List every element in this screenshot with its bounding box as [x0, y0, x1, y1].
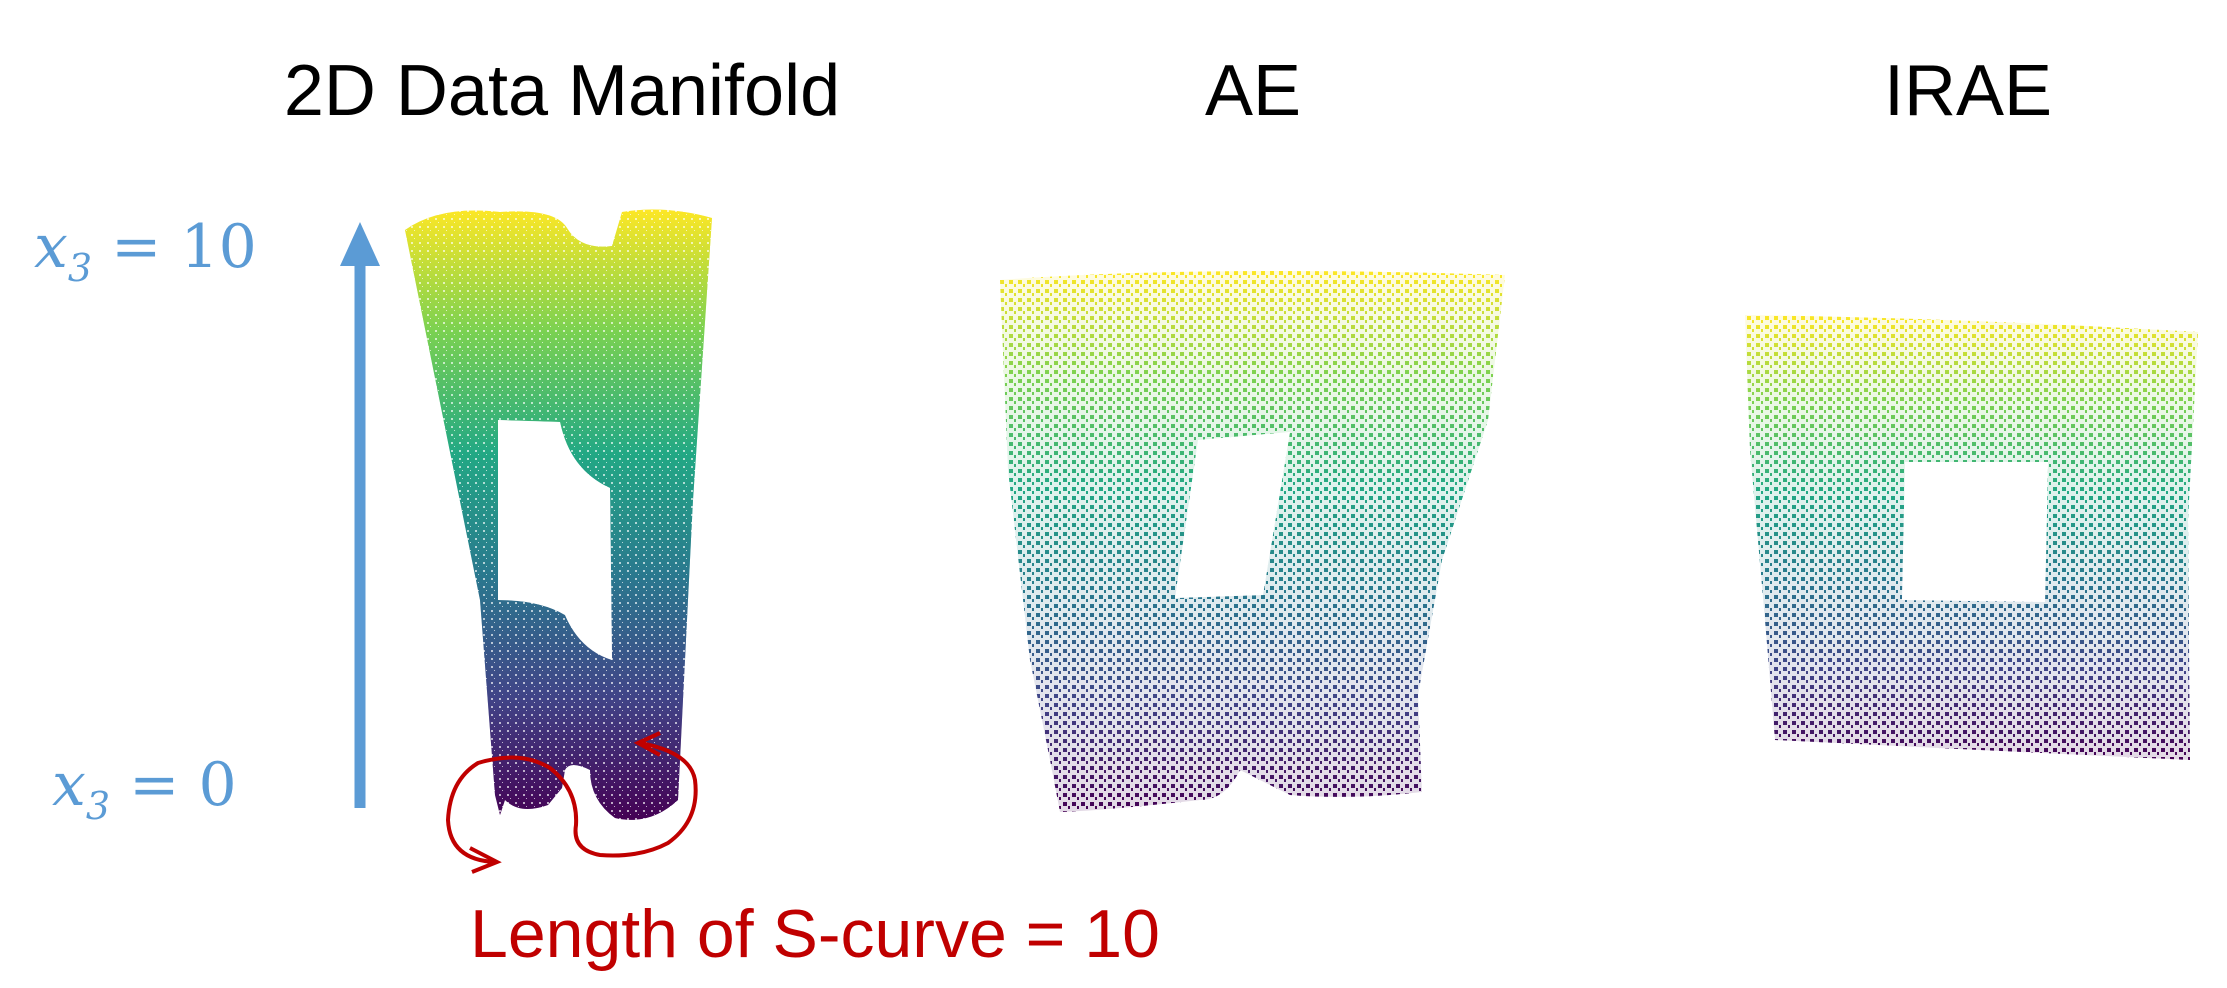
axis-label-bottom-rest: = 0: [110, 750, 237, 820]
axis-label-bottom: x3 = 0: [52, 750, 237, 828]
panel-title-data-manifold: 2D Data Manifold: [283, 51, 841, 131]
axis-label-top-rest: = 10: [92, 212, 257, 282]
axis-label-bottom-var: x: [52, 750, 86, 820]
s-curve-arrow: [445, 731, 698, 874]
irae-reconstruction: [1745, 315, 2198, 760]
axis-label-top: x3 = 10: [34, 212, 257, 290]
axis-label-top-sub: 3: [67, 246, 93, 290]
data-manifold-surface: [405, 209, 712, 820]
axis-label-top-var: x: [34, 212, 68, 282]
panel-title-irae: IRAE: [1883, 51, 2053, 131]
ae-reconstruction: [1000, 271, 1505, 812]
s-curve-length-caption: Length of S-curve = 10: [470, 896, 1160, 972]
x3-axis-arrow: [340, 222, 380, 808]
axis-label-bottom-sub: 3: [85, 784, 111, 828]
panel-title-ae: AE: [1204, 51, 1302, 131]
